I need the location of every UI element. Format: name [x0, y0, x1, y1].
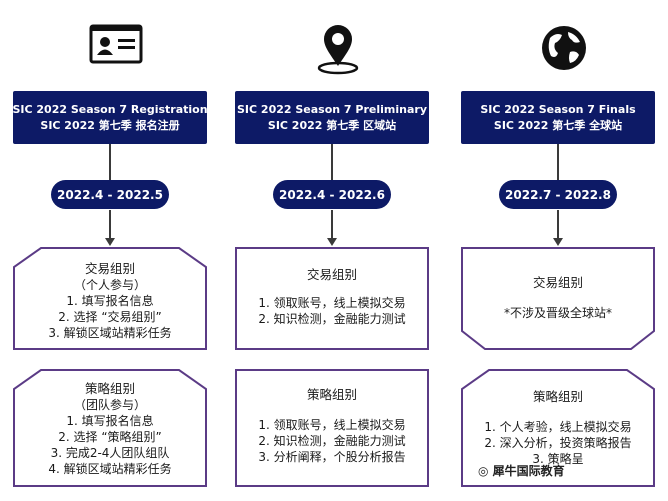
group-subtitle: （团队参与）: [73, 398, 146, 412]
group-box-trading: 交易组别 *不涉及晋级全球站*: [461, 247, 655, 350]
date-pill: 2022.4 - 2022.6: [273, 180, 391, 209]
stage-title-cn: SIC 2022 第七季 报名注册: [40, 118, 180, 132]
group-title: 交易组别: [84, 261, 135, 276]
group-box-strategy: 策略组别 1. 个人考验，线上模拟交易 2. 深入分析，投资策略报告 3. 策略…: [461, 369, 655, 487]
group-box-strategy: 策略组别 1. 领取账号，线上模拟交易 2. 知识检测，金融能力测试 3. 分析…: [235, 369, 429, 487]
step-item: 3. 完成2-4人团队组队: [50, 446, 170, 460]
column-preliminary: SIC 2022 Season 7 Preliminary SIC 2022 第…: [232, 0, 444, 501]
column-finals: SIC 2022 Season 7 Finals SIC 2022 第七季 全球…: [458, 0, 668, 501]
group-title: 交易组别: [306, 267, 357, 282]
wechat-icon: ◎: [478, 464, 489, 478]
arrow-down-icon: [105, 238, 115, 246]
date-pill: 2022.7 - 2022.8: [499, 180, 617, 209]
connector-line: [109, 210, 111, 242]
stage-header: SIC 2022 Season 7 Preliminary SIC 2022 第…: [235, 91, 429, 144]
step-item: 1. 领取账号，线上模拟交易: [258, 296, 406, 310]
arrow-down-icon: [553, 238, 563, 246]
stage-title-cn: SIC 2022 第七季 全球站: [493, 118, 623, 132]
connector-line: [331, 210, 333, 242]
group-title: 交易组别: [532, 275, 583, 290]
arrow-down-icon: [327, 238, 337, 246]
group-title: 策略组别: [84, 381, 135, 396]
stage-title-en: SIC 2022 Season 7 Preliminary: [237, 102, 427, 116]
step-item: 1. 填写报名信息: [66, 414, 154, 428]
watermark-label: 犀牛国际教育: [492, 464, 565, 478]
step-item: 1. 个人考验，线上模拟交易: [484, 420, 632, 434]
connector-line: [557, 144, 559, 180]
step-item: 3. 策略呈: [532, 452, 584, 466]
step-item: 2. 选择 “交易组别”: [58, 310, 162, 324]
group-box-trading: 交易组别 1. 领取账号，线上模拟交易 2. 知识检测，金融能力测试: [235, 247, 429, 350]
connector-line: [109, 144, 111, 180]
stage-header: SIC 2022 Season 7 Registration SIC 2022 …: [12, 91, 208, 144]
note-text: *不涉及晋级全球站*: [503, 306, 612, 320]
group-box-trading: 交易组别 （个人参与） 1. 填写报名信息 2. 选择 “交易组别” 3. 解锁…: [13, 247, 207, 350]
stage-header: SIC 2022 Season 7 Finals SIC 2022 第七季 全球…: [461, 91, 655, 144]
column-registration: SIC 2022 Season 7 Registration SIC 2022 …: [10, 0, 222, 501]
step-item: 1. 领取账号，线上模拟交易: [258, 418, 406, 432]
location-pin-icon: [232, 22, 444, 78]
connector-line: [557, 210, 559, 242]
step-item: 1. 填写报名信息: [66, 294, 154, 308]
group-title: 策略组别: [306, 387, 357, 402]
stage-title-en: SIC 2022 Season 7 Registration: [12, 102, 208, 116]
step-item: 2. 选择 “策略组别”: [58, 430, 162, 444]
id-card-icon: [10, 22, 222, 78]
step-item: 2. 知识检测，金融能力测试: [258, 312, 406, 326]
globe-icon: [458, 22, 668, 78]
stage-title-cn: SIC 2022 第七季 区域站: [267, 118, 397, 132]
group-title: 策略组别: [532, 389, 583, 404]
watermark-text: ◎ 犀牛国际教育: [478, 462, 565, 479]
connector-line: [331, 144, 333, 180]
date-pill: 2022.4 - 2022.5: [51, 180, 169, 209]
step-item: 3. 分析阐释，个股分析报告: [258, 450, 406, 464]
stage-title-en: SIC 2022 Season 7 Finals: [480, 102, 636, 116]
step-item: 3. 解锁区域站精彩任务: [48, 326, 172, 340]
group-subtitle: （个人参与）: [73, 278, 146, 292]
step-item: 2. 知识检测，金融能力测试: [258, 434, 406, 448]
step-item: 4. 解锁区域站精彩任务: [48, 462, 172, 476]
step-item: 2. 深入分析，投资策略报告: [484, 436, 632, 450]
group-box-strategy: 策略组别 （团队参与） 1. 填写报名信息 2. 选择 “策略组别” 3. 完成…: [13, 369, 207, 487]
